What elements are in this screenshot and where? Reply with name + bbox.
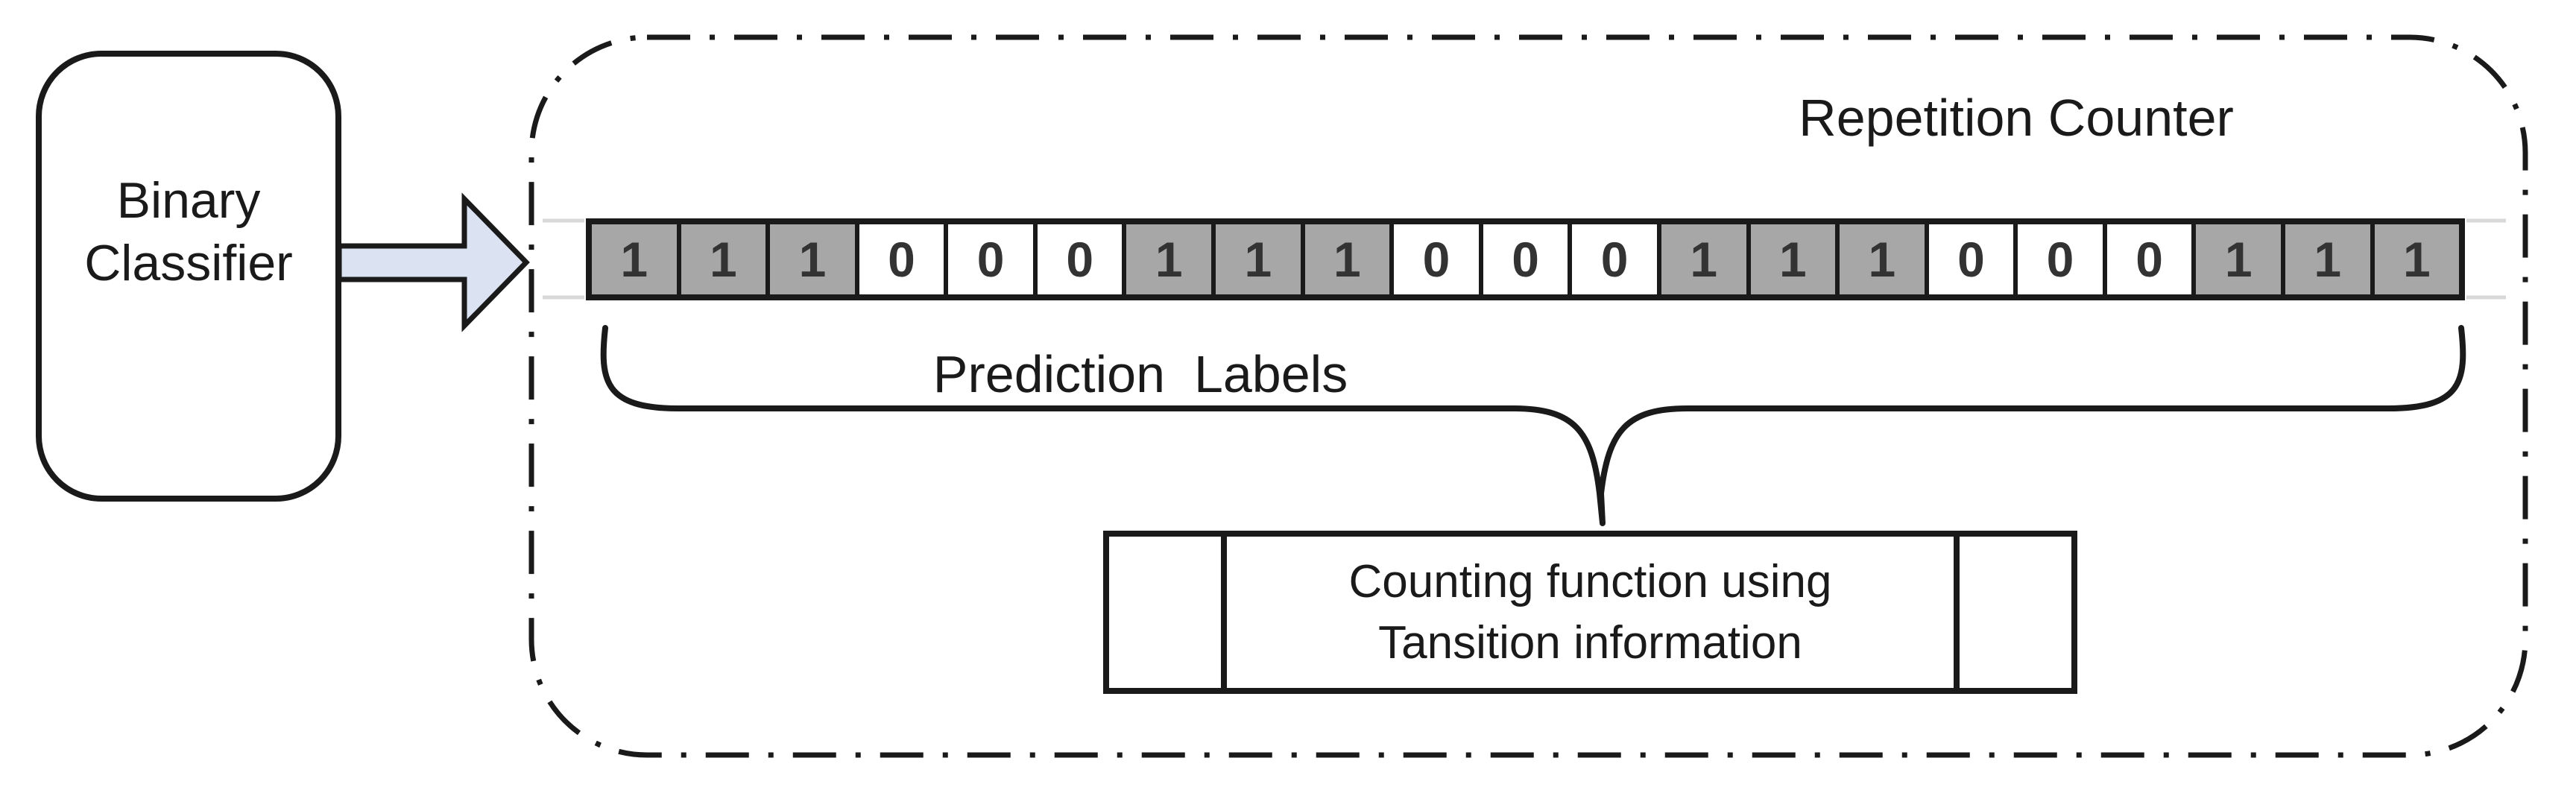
strip-cell: 0 [1570, 222, 1659, 297]
strip-cell: 1 [1124, 222, 1214, 297]
strip-cell: 1 [590, 222, 679, 297]
strip-cell: 0 [946, 222, 1035, 297]
strip-cell: 1 [2194, 222, 2283, 297]
strip-cell: 0 [856, 222, 947, 297]
strip-cell: 1 [678, 222, 768, 297]
flow-arrow-icon [336, 192, 530, 332]
strip-cell: 0 [2015, 222, 2105, 297]
counting-text-line1: Counting function using [1348, 555, 1832, 607]
counting-box-main-cell: Counting function using Tansition inform… [1227, 537, 1954, 688]
strip-cell: 1 [768, 222, 857, 297]
strip-cell: 0 [1392, 222, 1481, 297]
prediction-strip: 1 1 1 0 0 0 1 1 1 0 0 0 1 1 1 0 0 0 1 1 … [586, 218, 2465, 300]
strip-cell: 1 [2372, 222, 2462, 297]
binary-classifier-box: Binary Classifier [36, 51, 341, 502]
counting-box-left-cell [1109, 537, 1227, 688]
strip-cell: 0 [1035, 222, 1125, 297]
strip-cell: 1 [1837, 222, 1927, 297]
strip-cell: 1 [1302, 222, 1392, 297]
repetition-counter-title: Repetition Counter [1799, 89, 2234, 147]
strip-cell: 0 [2104, 222, 2194, 297]
counting-box-right-cell [1954, 537, 2071, 688]
counting-text-line2: Tansition information [1378, 616, 1802, 669]
strip-cell: 0 [1926, 222, 2016, 297]
strip-cell: 1 [1748, 222, 1838, 297]
strip-cell: 1 [2282, 222, 2373, 297]
strip-cell: 1 [1658, 222, 1749, 297]
brace [600, 325, 2466, 526]
strip-cell: 0 [1480, 222, 1570, 297]
binary-classifier-label-line2: Classifier [84, 234, 293, 291]
binary-classifier-label-line1: Binary [116, 171, 261, 229]
strip-cell: 1 [1213, 222, 1303, 297]
counting-function-box: Counting function using Tansition inform… [1103, 531, 2077, 694]
repetition-counter-boundary [528, 34, 2528, 758]
prediction-labels-text: Prediction Labels [932, 345, 1348, 403]
